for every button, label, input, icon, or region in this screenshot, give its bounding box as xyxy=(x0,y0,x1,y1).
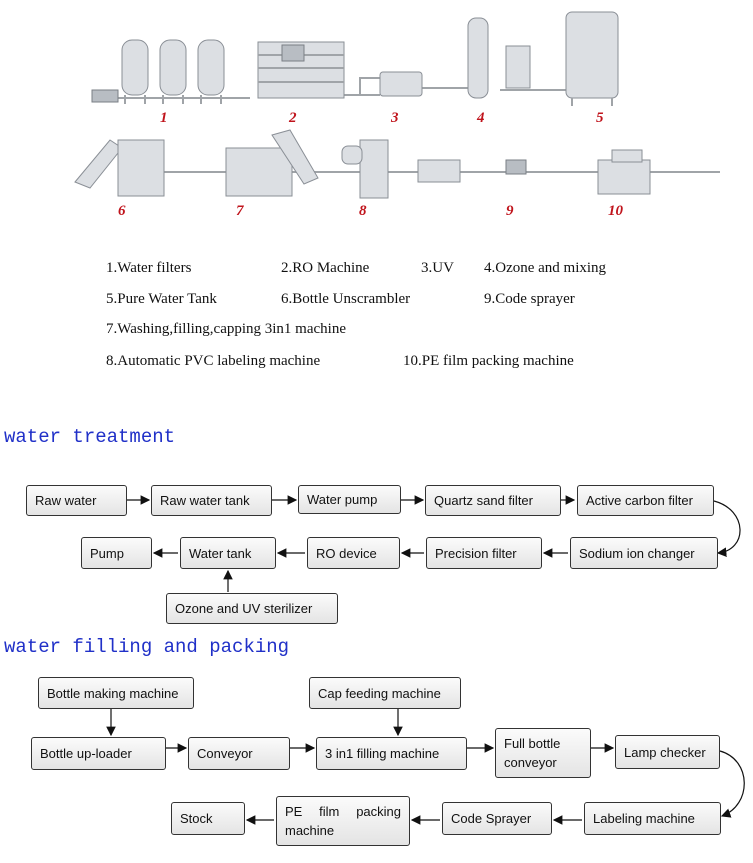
machine-number-5: 5 xyxy=(596,110,604,126)
filling-3in1-icon xyxy=(225,129,319,197)
step-precision-filter: Precision filter xyxy=(426,537,542,569)
code-sprayer-icon xyxy=(417,159,527,183)
machine-number-6: 6 xyxy=(118,203,126,219)
machines-illustration xyxy=(74,11,720,199)
pe-film-packing-icon xyxy=(597,149,651,195)
legend-item-4: 4.Ozone and mixing xyxy=(484,260,607,276)
labeling-machine-icon xyxy=(341,139,389,199)
step-bottle-uploader: Bottle up-loader xyxy=(31,737,166,770)
step-pe-film-packing-machine: PE film packing machine xyxy=(276,796,410,846)
legend-item-9: 9.Code sprayer xyxy=(484,291,575,307)
legend-item-2: 2.RO Machine xyxy=(281,260,370,276)
legend-item-5: 5.Pure Water Tank xyxy=(106,291,217,307)
pe-film-line2: machine xyxy=(285,823,335,838)
step-bottle-making-machine: Bottle making machine xyxy=(38,677,194,709)
machine-number-2: 2 xyxy=(289,110,297,126)
step-3in1-filling-machine: 3 in1 filling machine xyxy=(316,737,467,770)
step-ro-device: RO device xyxy=(307,537,400,569)
pe-film-line1: PE film packing xyxy=(285,804,401,819)
step-water-tank: Water tank xyxy=(180,537,276,569)
filling-packing-title: water filling and packing xyxy=(4,636,290,658)
legend-item-6: 6.Bottle Unscrambler xyxy=(281,291,411,307)
uv-sterilizer-icon xyxy=(379,71,423,97)
step-full-bottle-conveyor: Full bottle conveyor xyxy=(495,728,591,778)
step-sodium-ion-changer: Sodium ion changer xyxy=(570,537,718,569)
step-active-carbon-filter: Active carbon filter xyxy=(577,485,714,516)
step-labeling-machine: Labeling machine xyxy=(584,802,721,835)
machine-number-4: 4 xyxy=(477,110,485,126)
legend-item-1: 1.Water filters xyxy=(106,260,192,276)
machine-number-8: 8 xyxy=(359,203,367,219)
legend-item-10: 10.PE film packing machine xyxy=(403,353,574,369)
ro-machine-icon xyxy=(257,41,345,99)
full-bottle-line1: Full bottle xyxy=(504,736,561,751)
water-filters-icon xyxy=(91,39,225,104)
legend-item-3: 3.UV xyxy=(421,260,454,276)
step-raw-water-tank: Raw water tank xyxy=(151,485,272,516)
step-quartz-sand-filter: Quartz sand filter xyxy=(425,485,561,516)
machine-number-7: 7 xyxy=(236,203,244,219)
machine-number-9: 9 xyxy=(506,203,514,219)
bottle-unscrambler-icon xyxy=(74,139,165,197)
full-bottle-line2: conveyor xyxy=(504,755,557,770)
step-conveyor: Conveyor xyxy=(188,737,290,770)
step-stock: Stock xyxy=(171,802,245,835)
step-pump: Pump xyxy=(81,537,152,569)
step-raw-water: Raw water xyxy=(26,485,127,516)
step-lamp-checker: Lamp checker xyxy=(615,735,720,769)
legend-item-7: 7.Washing,filling,capping 3in1 machine xyxy=(106,321,346,337)
step-code-sprayer: Code Sprayer xyxy=(442,802,552,835)
water-treatment-title: water treatment xyxy=(4,426,176,448)
step-water-pump: Water pump xyxy=(298,485,401,514)
machine-number-3: 3 xyxy=(391,110,399,126)
step-ozone-uv-sterilizer: Ozone and UV sterilizer xyxy=(166,593,338,624)
legend-item-8: 8.Automatic PVC labeling machine xyxy=(106,353,321,369)
pure-water-tank-icon xyxy=(565,11,619,106)
machine-number-10: 10 xyxy=(608,203,623,219)
step-cap-feeding-machine: Cap feeding machine xyxy=(309,677,461,709)
machine-number-1: 1 xyxy=(160,110,168,126)
ozone-mixing-icon xyxy=(467,17,531,99)
